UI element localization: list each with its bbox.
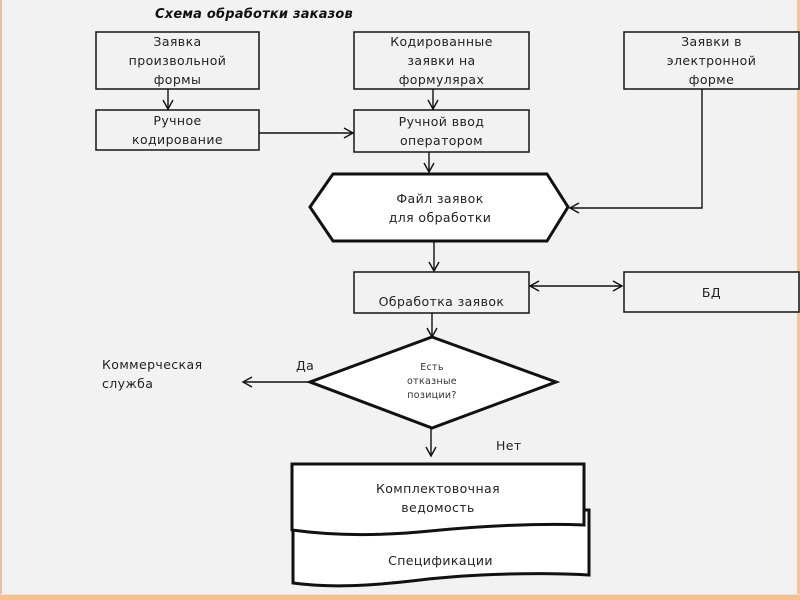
diagram-title: Схема обработки заказов [155, 7, 353, 22]
requests-file-label: Файл заявок для обработки [388, 190, 492, 225]
electronic-requests-label: Заявки в электронной форме [666, 34, 757, 87]
box-manual-coding [95, 109, 260, 151]
coded-requests-label: Кодированные заявки на формулярах [390, 34, 493, 87]
free-form-request-label: Заявка произвольной формы [128, 34, 227, 87]
shape-picking-list [290, 462, 586, 537]
edge-electronic-to-file [568, 89, 703, 214]
manual-operator-input-label: Ручной ввод оператором [398, 114, 485, 148]
box-request-processing [353, 271, 530, 314]
slide-border-bottom-inner [0, 594, 800, 595]
shape-requests-file [308, 172, 570, 243]
slide-border-bottom [0, 595, 800, 600]
slide-border-left [0, 0, 2, 600]
box-database [623, 271, 800, 313]
box-electronic-requests [623, 31, 800, 90]
shape-decision [305, 335, 561, 430]
box-free-form-request [95, 31, 260, 90]
yes-label: Да [296, 358, 315, 373]
picking-list-label: Комплектовочная ведомость [375, 481, 501, 515]
box-coded-requests [353, 31, 530, 90]
request-processing-label: Обработка заявок [378, 293, 505, 309]
decision-label: Есть отказные позиции? [407, 362, 457, 401]
specifications-label: Спецификации [388, 552, 493, 568]
manual-coding-label: Ручное кодирование [132, 113, 223, 147]
commercial-service-label: Коммерческая служба [102, 357, 203, 391]
database-label: БД [701, 284, 722, 300]
no-label: Нет [496, 438, 522, 453]
